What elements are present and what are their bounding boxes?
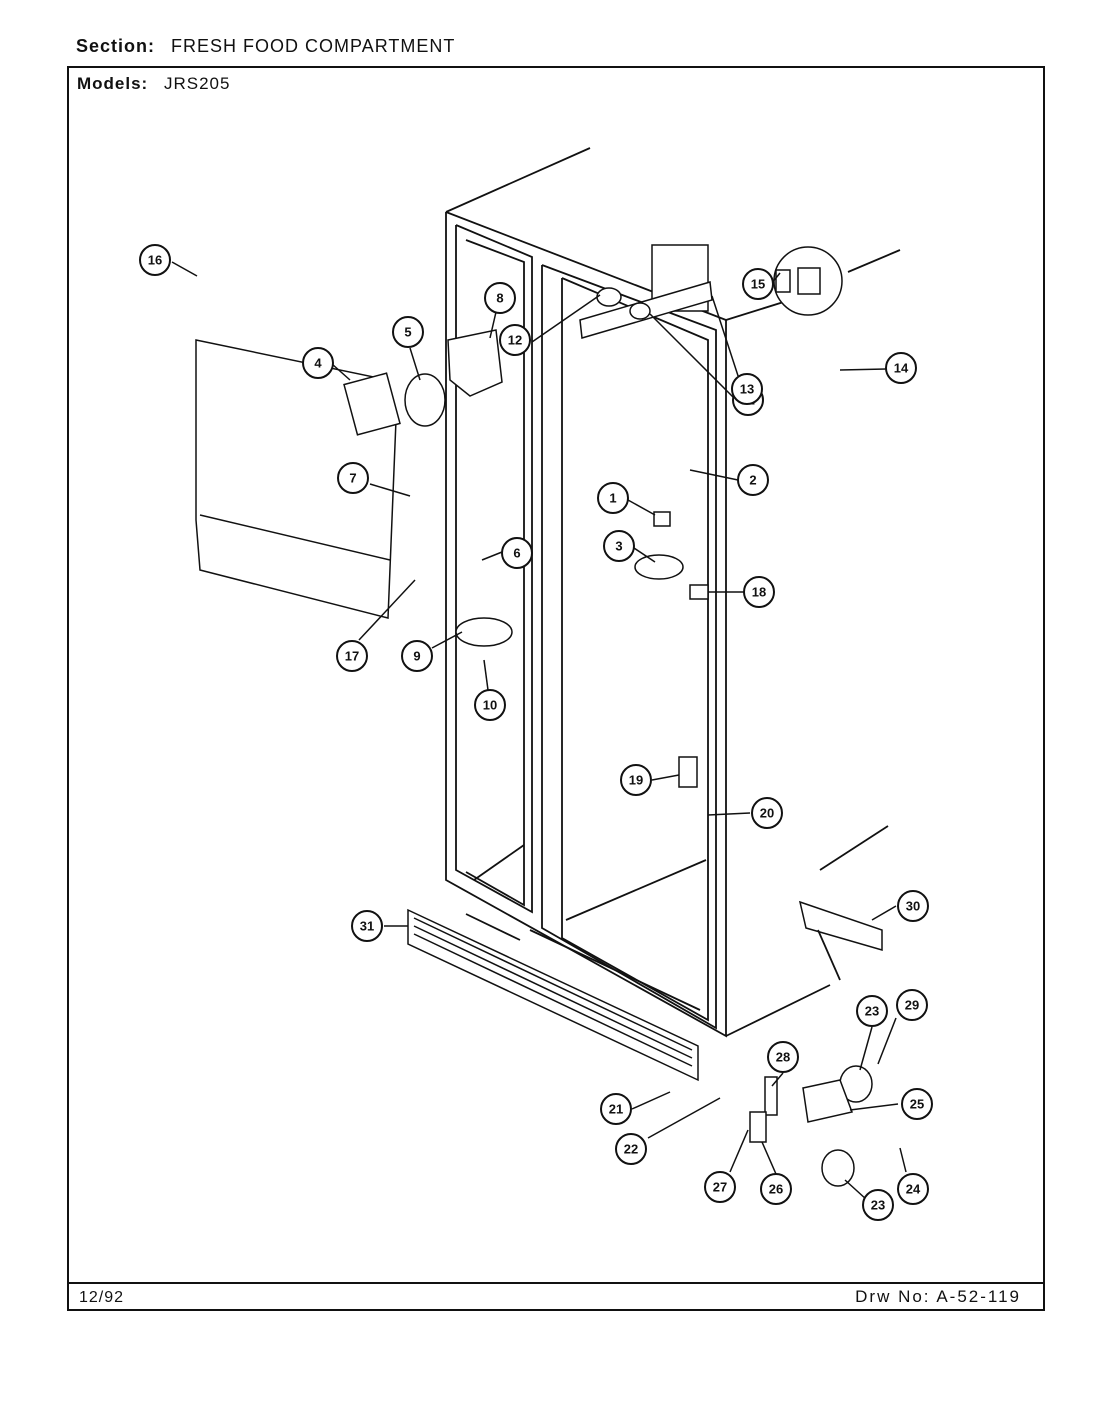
cabinet-bracket bbox=[749, 1111, 767, 1143]
light-bulb bbox=[629, 302, 651, 320]
plug-button bbox=[775, 269, 791, 293]
drawing-frame: Models: JRS205 12/92 Drw No: A-52-119 bbox=[67, 66, 1045, 1311]
callout-25: 25 bbox=[901, 1088, 933, 1120]
callout-17: 17 bbox=[336, 640, 368, 672]
roller-bracket bbox=[802, 1079, 854, 1123]
callout-7-label: 7 bbox=[349, 471, 356, 486]
damper-control bbox=[404, 373, 446, 427]
callout-31-label: 31 bbox=[360, 919, 374, 934]
callout-14: 14 bbox=[885, 352, 917, 384]
strike-bracket bbox=[764, 1076, 778, 1116]
thermostat-knob bbox=[634, 554, 684, 580]
callout-3-label: 3 bbox=[615, 539, 622, 554]
callout-28: 28 bbox=[767, 1041, 799, 1073]
callout-4: 4 bbox=[302, 347, 334, 379]
refrigerator-cabinet bbox=[445, 147, 901, 1038]
models-label: Models: bbox=[77, 74, 149, 93]
mounting-bracket bbox=[678, 756, 698, 788]
parts bbox=[195, 244, 889, 1187]
callout-10-label: 10 bbox=[483, 698, 497, 713]
callout-18: 18 bbox=[743, 576, 775, 608]
callout-9-label: 9 bbox=[413, 649, 420, 664]
callout-13-label: 13 bbox=[740, 382, 754, 397]
control-housing bbox=[447, 329, 503, 397]
callout-19-label: 19 bbox=[629, 773, 643, 788]
callout-1: 1 bbox=[597, 482, 629, 514]
callout-3: 3 bbox=[603, 530, 635, 562]
callout-20: 20 bbox=[751, 797, 783, 829]
callout-23a: 23 bbox=[856, 995, 888, 1027]
callout-30: 30 bbox=[897, 890, 929, 922]
callout-27: 27 bbox=[704, 1171, 736, 1203]
section-label: Section: bbox=[76, 36, 156, 56]
section-header: Section: FRESH FOOD COMPARTMENT bbox=[76, 36, 455, 57]
models-header: Models: JRS205 bbox=[77, 74, 230, 94]
callout-19: 19 bbox=[620, 764, 652, 796]
callout-26: 26 bbox=[760, 1173, 792, 1205]
light-socket bbox=[596, 287, 622, 307]
drawing-date: 12/92 bbox=[79, 1289, 125, 1306]
callout-16: 16 bbox=[139, 244, 171, 276]
callout-6-label: 6 bbox=[513, 546, 520, 561]
callout-13: 13 bbox=[731, 373, 763, 405]
footer-divider bbox=[69, 1282, 1043, 1284]
callout-28-label: 28 bbox=[776, 1050, 790, 1065]
roller-wheel-2 bbox=[821, 1149, 855, 1187]
callout-12: 12 bbox=[499, 324, 531, 356]
callout-16-label: 16 bbox=[148, 253, 162, 268]
models-value: JRS205 bbox=[163, 74, 231, 93]
callout-23a-label: 23 bbox=[865, 1004, 879, 1019]
callout-20-label: 20 bbox=[760, 806, 774, 821]
hinge-channel bbox=[798, 900, 883, 951]
callout-29: 29 bbox=[896, 989, 928, 1021]
drawing-number: Drw No: A-52-119 bbox=[855, 1287, 1021, 1306]
callout-7: 7 bbox=[337, 462, 369, 494]
callout-18-label: 18 bbox=[752, 585, 766, 600]
callout-8: 8 bbox=[484, 282, 516, 314]
callout-1-label: 1 bbox=[609, 491, 616, 506]
callout-21-label: 21 bbox=[609, 1102, 623, 1117]
callout-12-label: 12 bbox=[508, 333, 522, 348]
callout-15: 15 bbox=[742, 268, 774, 300]
callout-29-label: 29 bbox=[905, 998, 919, 1013]
callout-25-label: 25 bbox=[910, 1097, 924, 1112]
callout-31: 31 bbox=[351, 910, 383, 942]
clip bbox=[689, 584, 709, 600]
damper-knob bbox=[455, 617, 513, 647]
callout-6: 6 bbox=[501, 537, 533, 569]
callout-4-label: 4 bbox=[314, 356, 322, 371]
plug-insert bbox=[797, 267, 821, 295]
switch bbox=[653, 511, 671, 527]
callout-23b: 23 bbox=[862, 1189, 894, 1221]
callout-5: 5 bbox=[392, 316, 424, 348]
toe-grille bbox=[407, 908, 699, 1082]
callout-27-label: 27 bbox=[713, 1180, 727, 1195]
callout-22-label: 22 bbox=[624, 1142, 638, 1157]
callout-23b-label: 23 bbox=[871, 1198, 885, 1213]
callout-24-label: 24 bbox=[906, 1182, 921, 1197]
callout-26-label: 26 bbox=[769, 1182, 783, 1197]
callout-14-label: 14 bbox=[894, 361, 909, 376]
callout-10: 10 bbox=[474, 689, 506, 721]
air-damper-housing bbox=[343, 372, 401, 436]
callout-5-label: 5 bbox=[404, 325, 411, 340]
section-value: FRESH FOOD COMPARTMENT bbox=[171, 36, 456, 56]
callout-17-label: 17 bbox=[345, 649, 359, 664]
callout-22: 22 bbox=[615, 1133, 647, 1165]
callout-2-label: 2 bbox=[749, 473, 756, 488]
callout-30-label: 30 bbox=[906, 899, 920, 914]
callout-21: 21 bbox=[600, 1093, 632, 1125]
callout-15-label: 15 bbox=[751, 277, 765, 292]
callout-24: 24 bbox=[897, 1173, 929, 1205]
callout-2: 2 bbox=[737, 464, 769, 496]
callout-8-label: 8 bbox=[496, 291, 503, 306]
callout-9: 9 bbox=[401, 640, 433, 672]
